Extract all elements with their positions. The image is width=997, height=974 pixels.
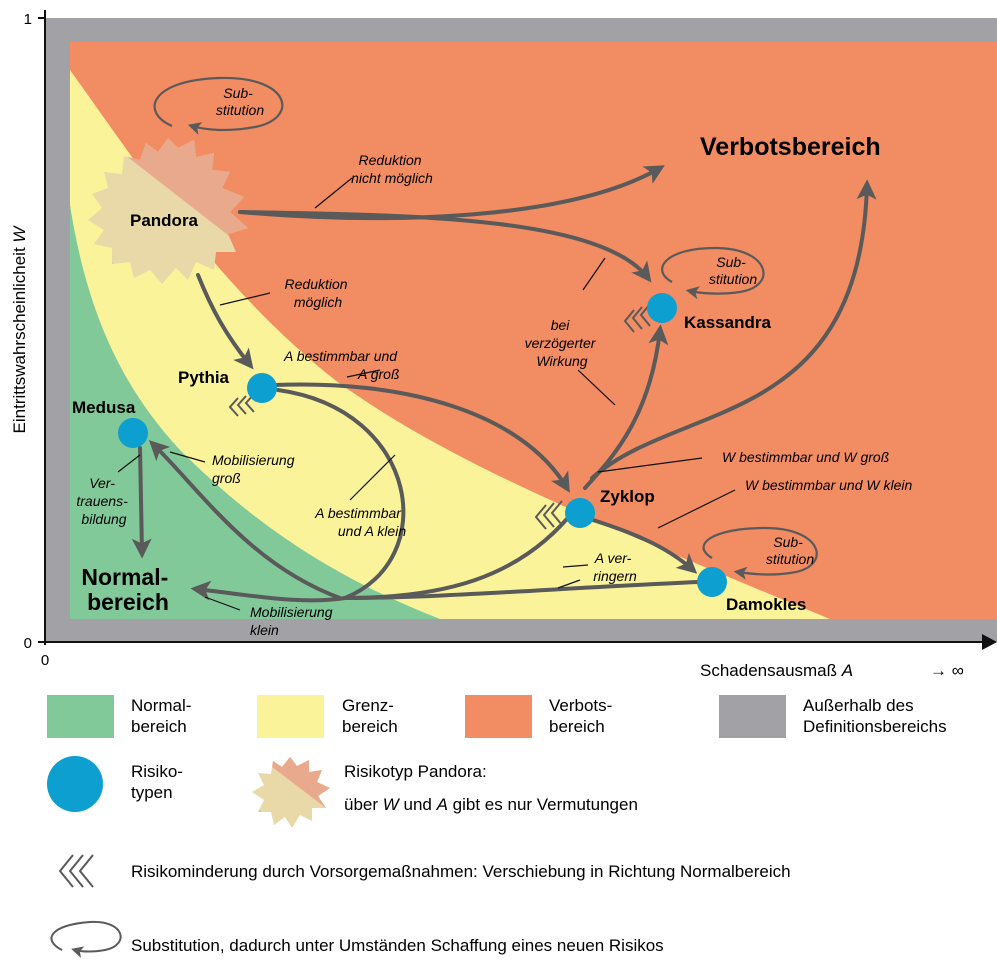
- substitution-loops: [153, 76, 818, 580]
- arrow-damokles-normal: [343, 580, 700, 600]
- legend-verbot-swatch: [465, 695, 532, 738]
- legend-vorsorge-label: Risikominderung durch Vorsorgemaßnahmen:…: [131, 862, 791, 881]
- legend-ausser-swatch: [719, 695, 786, 738]
- pythia-dot: [247, 373, 277, 403]
- legend-vorsorge-chevron-icon: [58, 854, 94, 888]
- arrow-zyklop-verbot: [590, 179, 877, 480]
- arrow-pythia-normal: [190, 388, 406, 603]
- x-axis-arrowhead: [982, 634, 997, 650]
- w-klein-label: W bestimmbar und W klein: [745, 477, 912, 493]
- arrow-mobilisierung-gross: [148, 440, 342, 600]
- w-gross-label: W bestimmbar und W groß: [722, 449, 889, 465]
- legend-substitution-label: Substitution, dadurch unter Umständen Sc…: [131, 936, 664, 955]
- legend-pandora-label: Risikotyp Pandora: über W und A gibt es …: [344, 762, 638, 814]
- y-axis-label: Eintrittswahrscheinlicheit W: [10, 225, 29, 434]
- mobilisierung-klein-label: Mobilisierung klein: [250, 604, 336, 638]
- substitution-damokles-label: Sub- stitution: [766, 534, 814, 567]
- transition-arrows: [131, 165, 877, 603]
- arrow-zyklop-damokles: [591, 518, 698, 574]
- verzoegerte-wirkung-label: bei verzögerter Wirkung: [525, 317, 600, 369]
- legend-risk-dot: [47, 756, 103, 812]
- medusa-dot: [118, 418, 148, 448]
- x-axis-infinity: → ∞: [930, 661, 964, 680]
- substitution-pandora-label: Sub- stitution: [216, 85, 264, 118]
- damokles-dot: [697, 567, 727, 597]
- substitution-kassandra-label: Sub- stitution: [709, 254, 757, 287]
- leader-lines: [117, 177, 736, 611]
- verbot-region-label: Verbotsbereich: [700, 133, 881, 161]
- annotations: Sub- stitution Sub- stitution Sub- stitu…: [76, 85, 912, 638]
- medusa-label: Medusa: [72, 398, 136, 417]
- pandora-label: Pandora: [130, 211, 199, 230]
- x-tick-zero-label: 0: [41, 652, 49, 669]
- a-bestimmbar-gross-label: A bestimmbar und A groß: [283, 348, 401, 382]
- kassandra-dot: [647, 293, 677, 323]
- legend-normal-swatch: [47, 695, 114, 738]
- x-axis-label: Schadensausmaß A: [700, 661, 853, 680]
- kassandra-label: Kassandra: [684, 313, 771, 332]
- a-verringern-label: A ver- ringern: [593, 550, 637, 584]
- zyklop-dot: [565, 498, 595, 528]
- legend-substitution-loop-icon: [50, 920, 122, 958]
- mobilisierung-gross-label: Mobilisierung groß: [212, 452, 298, 486]
- arrow-pandora-kassandra: [238, 210, 652, 283]
- pythia-label: Pythia: [178, 368, 230, 387]
- substitution-loop-kassandra: [661, 246, 765, 300]
- legend-grenz-swatch: [257, 695, 324, 738]
- arrow-pythia-zyklop: [273, 382, 570, 493]
- border-region: [70, 70, 830, 619]
- arrow-medusa-normal: [131, 446, 152, 559]
- a-bestimmbar-klein-label: A bestimmbar und A klein: [314, 505, 406, 539]
- y-tick-top-label: 1: [24, 11, 32, 28]
- legend-pandora-star-icon: [252, 757, 330, 828]
- vertrauensbildung-label: Ver- trauens- bildung: [76, 475, 131, 527]
- arrow-pandora-verbot: [238, 165, 665, 221]
- reduktion-moeglich-label: Reduktion möglich: [285, 276, 352, 310]
- reduktion-nicht-moeglich-label: Reduktion nicht möglich: [351, 152, 433, 186]
- legend-risk-label: Risiko- typen: [131, 762, 188, 802]
- substitution-loop-pandora: [153, 76, 284, 135]
- legend-normal-label: Normal- bereich: [131, 696, 196, 736]
- normal-region-label: Normal- bereich: [81, 564, 174, 615]
- legend-ausser-label: Außerhalb des Definitionsbereichs: [803, 696, 947, 736]
- normal-region: [70, 205, 440, 619]
- zyklop-label: Zyklop: [600, 487, 655, 506]
- legend: Normal- bereich Grenz- bereich Verbots- …: [47, 695, 947, 958]
- substitution-loop-damokles: [702, 526, 818, 580]
- risk-type-dots: [118, 293, 727, 597]
- y-tick-zero-label: 0: [24, 635, 32, 652]
- arrow-pandora-pythia: [196, 273, 254, 370]
- legend-grenz-label: Grenz- bereich: [342, 696, 399, 736]
- damokles-label: Damokles: [726, 595, 806, 614]
- legend-verbot-label: Verbots- bereich: [549, 696, 617, 736]
